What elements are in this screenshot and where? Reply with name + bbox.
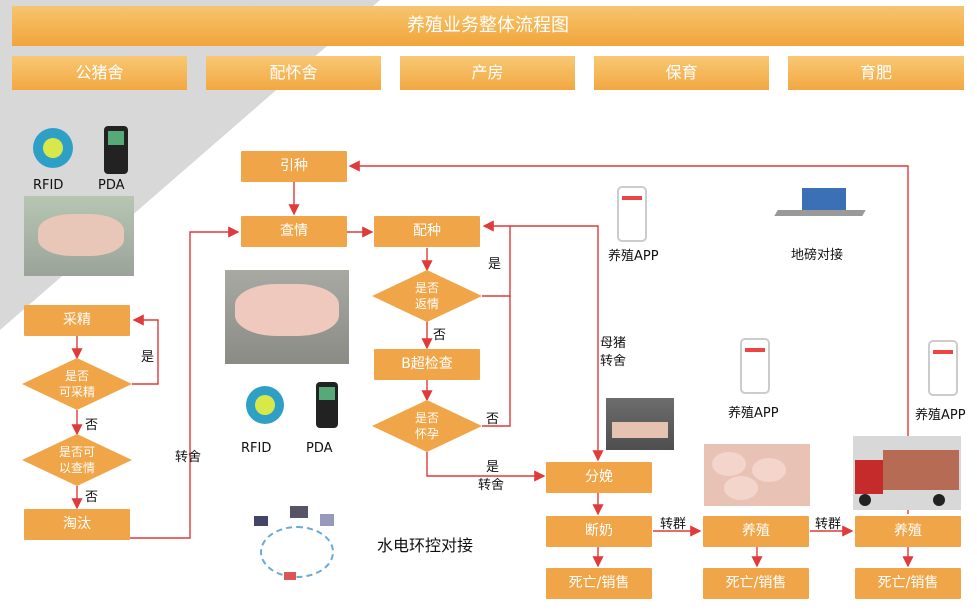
box-bscan[interactable]: B超检查 bbox=[374, 349, 480, 380]
edge-transfer-pregnant: 转舍 bbox=[478, 478, 505, 493]
app-phone-icon-2 bbox=[740, 338, 770, 394]
edge-sow-transfer-1: 母猪 bbox=[600, 336, 627, 351]
piglets-photo bbox=[704, 444, 810, 506]
stage-breeding-house[interactable]: 配怀舍 bbox=[206, 56, 381, 90]
decision-check-estrus-line1: 是否可 bbox=[59, 445, 95, 459]
decision-check-estrus-line2: 以查情 bbox=[59, 461, 95, 475]
edge-no-pregnant: 否 bbox=[486, 412, 500, 427]
decision-return-estrus: 是否 返情 bbox=[372, 270, 482, 322]
edge-transfer-group-1: 转群 bbox=[660, 517, 687, 532]
pda-icon-2 bbox=[316, 382, 338, 428]
box-sale-3[interactable]: 死亡/销售 bbox=[855, 568, 961, 599]
box-estrus-check[interactable]: 查情 bbox=[241, 216, 347, 247]
decision-can-collect: 是否 可采精 bbox=[22, 358, 132, 410]
stage-farrowing-house[interactable]: 产房 bbox=[400, 56, 575, 90]
stage-boar-house[interactable]: 公猪舍 bbox=[12, 56, 187, 90]
stage-nursery[interactable]: 保育 bbox=[594, 56, 769, 90]
box-raise-nursery[interactable]: 养殖 bbox=[703, 516, 809, 547]
box-sale-2[interactable]: 死亡/销售 bbox=[703, 568, 809, 599]
box-farrow[interactable]: 分娩 bbox=[546, 462, 652, 493]
edge-no-estrus: 否 bbox=[85, 490, 99, 505]
app-label-3: 养殖APP bbox=[915, 408, 966, 423]
box-breeding[interactable]: 配种 bbox=[374, 216, 480, 247]
edge-yes-pregnant: 是 bbox=[486, 460, 500, 475]
pda-label-mid: PDA bbox=[306, 441, 333, 456]
rfid-tag-icon bbox=[33, 128, 73, 168]
scale-illustration bbox=[772, 180, 872, 236]
stage-finishing[interactable]: 育肥 bbox=[788, 56, 964, 90]
box-wean[interactable]: 断奶 bbox=[546, 516, 652, 547]
pda-icon bbox=[104, 126, 128, 174]
pda-label-top: PDA bbox=[98, 178, 125, 193]
box-cull[interactable]: 淘汰 bbox=[24, 509, 130, 540]
decision-can-collect-line2: 可采精 bbox=[59, 385, 95, 399]
edge-no-return: 否 bbox=[433, 328, 447, 343]
box-introduce[interactable]: 引种 bbox=[241, 151, 347, 182]
decision-check-estrus: 是否可 以查情 bbox=[22, 434, 132, 486]
page-title: 养殖业务整体流程图 bbox=[12, 6, 964, 46]
box-sale-1[interactable]: 死亡/销售 bbox=[546, 568, 652, 599]
scale-label: 地磅对接 bbox=[791, 248, 844, 263]
rfid-tag-icon-2 bbox=[246, 386, 284, 424]
env-control-diagram bbox=[244, 496, 364, 586]
edge-sow-transfer-2: 转舍 bbox=[600, 354, 627, 369]
sow-photo bbox=[225, 270, 349, 364]
edge-yes-collect: 是 bbox=[141, 350, 155, 365]
decision-pregnant-line1: 是否 bbox=[415, 411, 439, 425]
decision-return-estrus-line2: 返情 bbox=[415, 297, 439, 311]
env-control-label: 水电环控对接 bbox=[377, 536, 474, 555]
app-phone-icon-1 bbox=[617, 186, 647, 242]
edge-transfer-cull: 转舍 bbox=[175, 450, 202, 465]
truck-photo bbox=[853, 436, 961, 510]
box-semen-collect[interactable]: 采精 bbox=[24, 305, 130, 336]
edge-transfer-group-2: 转群 bbox=[815, 517, 842, 532]
farrowing-pen-photo bbox=[606, 398, 674, 450]
box-raise-finish[interactable]: 养殖 bbox=[855, 516, 961, 547]
rfid-label-top: RFID bbox=[33, 178, 64, 193]
app-label-1: 养殖APP bbox=[608, 249, 659, 264]
decision-pregnant-line2: 怀孕 bbox=[415, 427, 439, 441]
boar-photo bbox=[24, 196, 134, 276]
edge-no-collect: 否 bbox=[85, 418, 99, 433]
edge-yes-return: 是 bbox=[488, 257, 502, 272]
app-phone-icon-3 bbox=[928, 340, 958, 396]
rfid-label-mid: RFID bbox=[241, 441, 272, 456]
decision-pregnant: 是否 怀孕 bbox=[372, 400, 482, 452]
app-label-2: 养殖APP bbox=[728, 406, 779, 421]
decision-can-collect-line1: 是否 bbox=[65, 369, 89, 383]
decision-return-estrus-line1: 是否 bbox=[415, 281, 439, 295]
